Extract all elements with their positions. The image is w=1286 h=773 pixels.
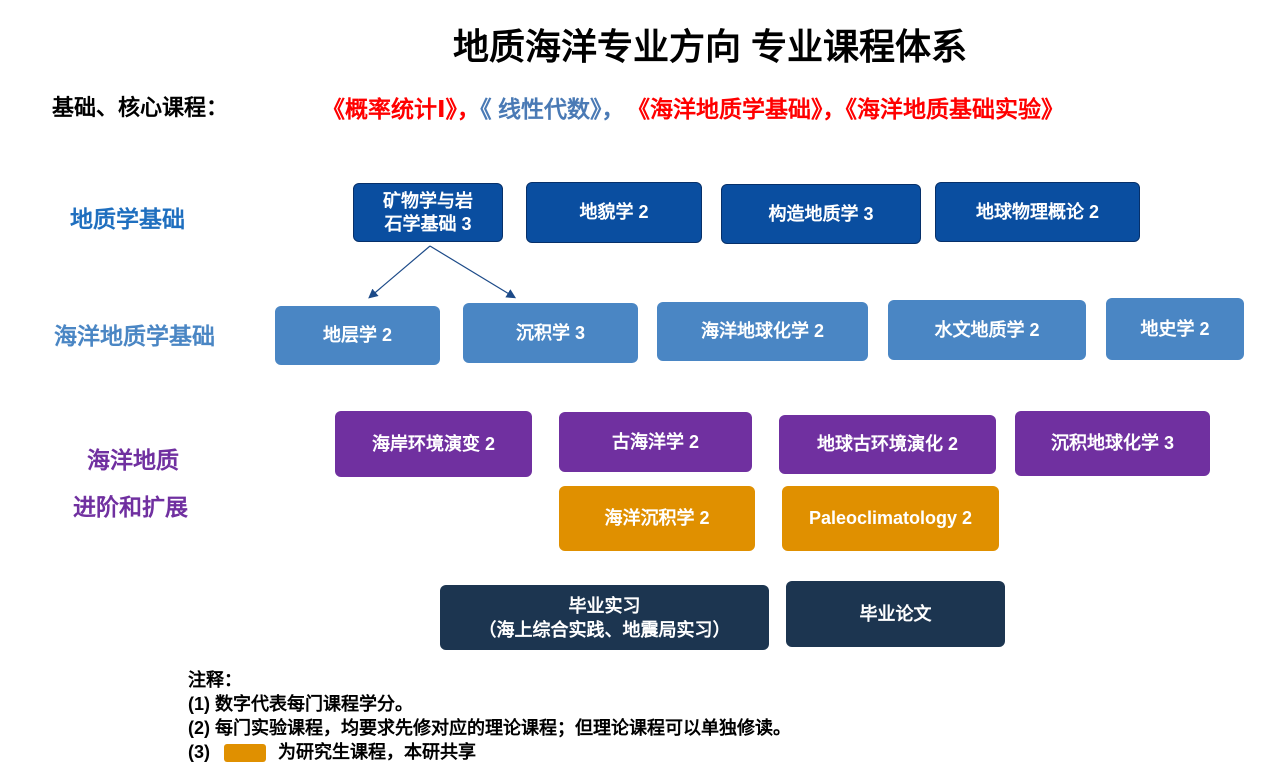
row-label-advanced-1: 海洋地质	[87, 447, 179, 473]
core-course-linear-algebra: 《 线性代数》，	[480, 96, 625, 122]
notes-heading: 注释：	[188, 670, 242, 690]
row-label-advanced-2: 进阶和扩展	[73, 494, 188, 520]
course-mineralogy-petrology: 矿物学与岩 石学基础 3	[353, 183, 503, 242]
arrow-to-sedimentology	[429, 245, 517, 299]
course-earth-paleoenvironment: 地球古环境演化 2	[779, 415, 996, 474]
note-1: (1) 数字代表每门课程学分。	[188, 694, 413, 714]
core-course-probability: 《概率统计Ⅰ》，	[322, 96, 481, 122]
course-structural-geology: 构造地质学 3	[721, 184, 921, 244]
course-historical-geology: 地史学 2	[1106, 298, 1244, 360]
course-geophysics-intro: 地球物理概论 2	[935, 182, 1140, 242]
page-title: 地质海洋专业方向 专业课程体系	[452, 26, 967, 67]
arrow-to-stratigraphy	[368, 245, 431, 299]
course-graduation-internship: 毕业实习 （海上综合实践、地震局实习）	[440, 585, 769, 650]
course-graduation-thesis: 毕业论文	[786, 581, 1005, 647]
course-coastal-environment: 海岸环境演变 2	[335, 411, 532, 477]
course-stratigraphy: 地层学 2	[275, 306, 440, 365]
course-paleoclimatology: Paleoclimatology 2	[782, 486, 999, 551]
course-marine-sedimentology: 海洋沉积学 2	[559, 486, 755, 551]
row-label-marine-geology: 海洋地质学基础	[54, 323, 215, 349]
course-geomorphology: 地貌学 2	[526, 182, 702, 243]
note-2: (2) 每门实验课程，均要求先修对应的理论课程；但理论课程可以单独修读。	[188, 718, 791, 738]
core-courses-list: 《概率统计Ⅰ》，《 线性代数》， 《海洋地质学基础》，《海洋地质基础实验》	[322, 90, 1064, 124]
course-marine-geochemistry: 海洋地球化学 2	[657, 302, 868, 361]
course-paleoceanography: 古海洋学 2	[559, 412, 752, 472]
note-3-text: 为研究生课程，本研共享	[278, 742, 476, 762]
note-3-prefix: (3)	[188, 742, 210, 762]
core-courses-label: 基础、核心课程：	[52, 95, 229, 120]
row-label-geology: 地质学基础	[70, 206, 185, 232]
core-course-marine-geology: 《海洋地质学基础》，	[638, 96, 846, 122]
course-sedimentary-geochemistry: 沉积地球化学 3	[1015, 411, 1210, 476]
graduate-course-swatch	[224, 744, 266, 763]
core-course-marine-geology-lab: 《海洋地质基础实验》	[845, 96, 1064, 122]
notes: 注释： (1) 数字代表每门课程学分。 (2) 每门实验课程，均要求先修对应的理…	[188, 668, 791, 764]
course-sedimentology: 沉积学 3	[463, 303, 638, 363]
course-hydrogeology: 水文地质学 2	[888, 300, 1086, 360]
note-3: (3) 为研究生课程，本研共享	[188, 740, 791, 764]
